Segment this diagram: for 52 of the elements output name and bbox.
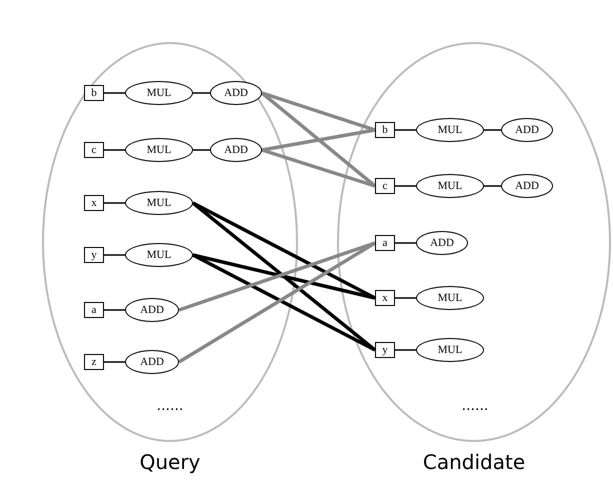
group-label: Candidate — [422, 450, 526, 474]
connector-line — [178, 242, 376, 364]
operation-ellipse: ADD — [501, 174, 553, 198]
ellipsis-text: ...... — [462, 398, 488, 414]
connector-line — [104, 309, 125, 311]
connector-line — [395, 129, 416, 131]
connector-line — [395, 349, 416, 351]
connector-line — [178, 241, 376, 312]
variable-box: y — [84, 247, 104, 263]
connector-line — [395, 185, 416, 187]
connector-line — [484, 185, 501, 187]
operation-ellipse: MUL — [416, 174, 484, 198]
variable-box: x — [375, 290, 395, 306]
connector-line — [262, 128, 376, 152]
connector-line — [104, 361, 125, 363]
connector-line — [484, 129, 501, 131]
connector-line — [104, 149, 125, 151]
operation-ellipse: MUL — [416, 338, 484, 362]
connector-line — [395, 297, 416, 299]
connector-line — [104, 254, 125, 256]
variable-box: z — [84, 354, 104, 370]
variable-box: a — [375, 235, 395, 251]
connector-line — [193, 92, 210, 94]
operation-ellipse: MUL — [416, 118, 484, 142]
operation-ellipse: ADD — [210, 138, 262, 162]
operation-ellipse: ADD — [501, 118, 553, 142]
connector-line — [192, 253, 376, 300]
variable-box: b — [84, 85, 104, 101]
ellipsis-text: ...... — [156, 398, 184, 414]
operation-ellipse: MUL — [125, 138, 193, 162]
operation-ellipse: ADD — [210, 81, 262, 105]
group-label: Query — [138, 450, 202, 474]
operation-ellipse: MUL — [125, 243, 193, 267]
connector-line — [104, 202, 125, 204]
connector-line — [104, 92, 125, 94]
connector-line — [261, 91, 376, 132]
variable-box: c — [375, 178, 395, 194]
operation-ellipse: ADD — [125, 298, 179, 322]
connector-line — [193, 149, 210, 151]
connector-line — [395, 242, 416, 244]
operation-ellipse: MUL — [125, 81, 193, 105]
operation-ellipse: ADD — [416, 231, 468, 255]
operation-ellipse: ADD — [125, 350, 179, 374]
variable-box: b — [375, 122, 395, 138]
variable-box: c — [84, 142, 104, 158]
operation-ellipse: MUL — [416, 286, 484, 310]
variable-box: x — [84, 195, 104, 211]
operation-ellipse: MUL — [125, 191, 193, 215]
connector-line — [192, 253, 376, 352]
variable-box: a — [84, 302, 104, 318]
variable-box: y — [375, 342, 395, 358]
connector-line — [261, 148, 376, 188]
